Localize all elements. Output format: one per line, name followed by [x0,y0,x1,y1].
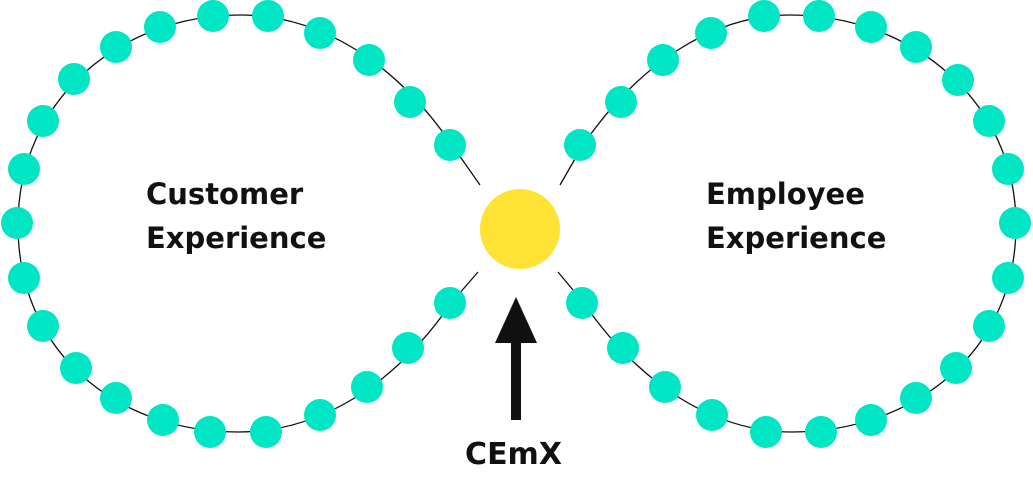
right-loop-dot [900,31,932,63]
left-loop-dot [194,416,226,448]
left-loop-dot [304,399,336,431]
left-loop-dot [100,31,132,63]
center-circle [480,189,560,269]
employee-label-line1: Employee [706,177,865,211]
left-loop-dot [60,352,92,384]
right-loop-dot [750,416,782,448]
up-arrow [495,297,537,420]
employee-label-line2: Experience [706,221,887,255]
right-loop-dot [992,262,1024,294]
left-loop-dot [27,310,59,342]
left-loop-dot [434,129,466,161]
right-loop-dot [999,207,1031,239]
left-loop-dot [8,262,40,294]
right-loop-dot [855,11,887,43]
right-loop-dot [940,352,972,384]
customer-label-line2: Experience [146,221,327,255]
right-loop-dot [647,44,679,76]
right-loop-dot [942,64,974,96]
right-loop-dot [566,287,598,319]
employee-experience-label: Employee Experience [706,172,886,260]
right-loop-dot [992,153,1024,185]
right-loop-dot [696,399,728,431]
left-loop-dot [250,416,282,448]
left-loop-dot [58,63,90,95]
right-loop-dot [605,86,637,118]
right-loop-dot [973,105,1005,137]
left-loop-dot [27,105,59,137]
right-loop-dot [695,17,727,49]
arrow-head [495,297,537,343]
customer-label-line1: Customer [146,177,304,211]
right-loop-dot [748,0,780,32]
left-loop-dot [252,0,284,32]
left-loop-dot [100,382,132,414]
right-loop-dot [805,416,837,448]
left-loop-dot [353,44,385,76]
left-loop-dot [434,287,466,319]
loop-dots [1,0,1031,448]
cemx-label: CEmX [465,437,562,472]
right-loop-dot [607,332,639,364]
right-loop-dot [649,371,681,403]
left-loop-dot [351,371,383,403]
left-loop-dot [8,153,40,185]
cemx-label-wrapper: CEmX [0,433,1033,477]
right-loop-dot [803,0,835,32]
right-loop-dot [973,310,1005,342]
customer-experience-label: Customer Experience [146,172,326,260]
right-loop-dot [564,129,596,161]
left-loop-dot [304,17,336,49]
left-loop-dot [1,207,33,239]
right-loop-dot [900,382,932,414]
left-loop-dot [144,11,176,43]
arrow-shaft [511,330,521,420]
left-loop-dot [147,404,179,436]
left-loop-dot [197,0,229,32]
left-loop-dot [394,86,426,118]
left-loop-dot [392,332,424,364]
right-loop-dot [855,404,887,436]
